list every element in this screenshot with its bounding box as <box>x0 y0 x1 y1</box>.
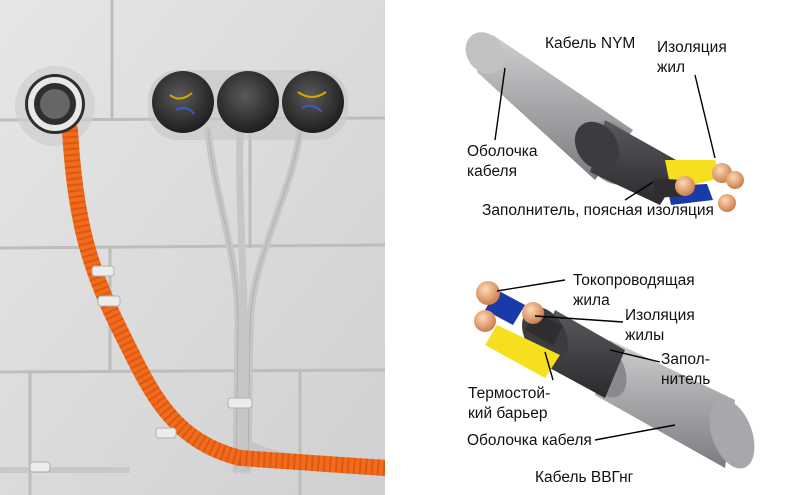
nym-filler-label: Заполнитель, поясная изоляция <box>482 202 714 219</box>
vvgng-insulation-label-line2: жилы <box>625 327 664 344</box>
vvgng-cable-drawing <box>474 281 755 469</box>
vvgng-sheath-label: Оболочка кабеля <box>467 432 592 449</box>
cable-clips <box>29 265 253 473</box>
nym-cable-drawing <box>465 32 744 212</box>
vvgng-filler-label-line1: Запол- <box>661 351 710 368</box>
vvgng-barrier-label-line2: кий барьер <box>468 405 547 422</box>
cable-diagrams: Кабель NYM Изоляция жил Оболочка кабеля … <box>465 32 755 486</box>
triple-socket-boxes <box>152 71 344 133</box>
nym-conductor-insulation-label-line1: Изоляция <box>657 39 727 56</box>
vvgng-cable-title: Кабель ВВГнг <box>535 469 634 486</box>
wall-wiring-photo <box>0 0 385 495</box>
vvgng-conductor-label-line2: жила <box>573 292 610 309</box>
nym-sheath-label-line2: кабеля <box>467 163 517 180</box>
nym-conductor-insulation-label-line2: жил <box>657 59 685 76</box>
vvgng-filler-label-line2: нитель <box>661 371 710 388</box>
vvgng-barrier-label-line1: Термостой- <box>468 385 550 402</box>
vvgng-insulation-label-line1: Изоляция <box>625 307 695 324</box>
nym-sheath-label-line1: Оболочка <box>467 143 538 160</box>
vvgng-conductor-label-line1: Токопроводящая <box>573 272 695 289</box>
nym-cable-title: Кабель NYM <box>545 35 635 52</box>
